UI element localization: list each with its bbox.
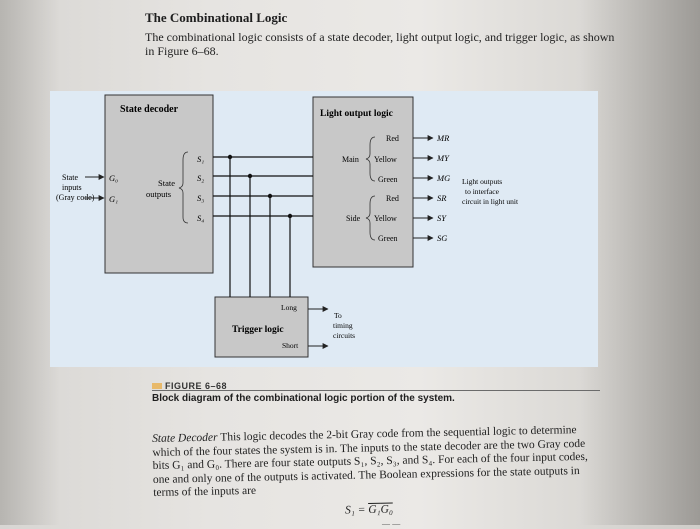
output-mg: MG xyxy=(436,173,450,183)
paragraph-text: This logic decodes the 2-bit Gray code f… xyxy=(152,424,588,499)
timing-note-1: To xyxy=(334,311,342,320)
figure-label-accent xyxy=(152,383,162,389)
junction-dots xyxy=(227,154,293,219)
trigger-logic-block xyxy=(214,296,309,358)
side-green: Green xyxy=(378,234,398,243)
side-brace xyxy=(365,195,376,241)
main-green: Green xyxy=(378,175,398,184)
state-output-lines xyxy=(213,156,313,217)
trigger-title: Trigger logic xyxy=(232,325,284,335)
side-red: Red xyxy=(386,194,399,203)
side-label: Side xyxy=(346,214,361,223)
state-decoder-block xyxy=(104,94,214,274)
formula-lhs: S₁ = xyxy=(344,504,369,517)
light-outputs-note-1: Light outputs xyxy=(462,177,502,186)
state-output-s1: S₁ xyxy=(197,154,204,164)
state-inputs-line3: (Gray code) xyxy=(56,193,95,202)
paragraph-lead: State Decoder xyxy=(152,431,218,445)
state-inputs-line1: State xyxy=(62,173,78,182)
trigger-long-label: Long xyxy=(281,303,297,312)
state-outputs-line1: State xyxy=(158,178,175,188)
light-output-block xyxy=(312,96,414,268)
state-decoder-title: State decoder xyxy=(120,104,179,115)
state-output-s4: S₄ xyxy=(197,213,204,223)
state-outputs-brace xyxy=(178,151,189,224)
main-label: Main xyxy=(342,155,359,164)
side-yellow: Yellow xyxy=(374,214,397,223)
timing-note-2: timing xyxy=(333,321,353,330)
light-outputs-note-3: circuit in light unit xyxy=(462,197,519,206)
formula-g0: G₀ xyxy=(380,503,394,516)
input-g0-label: G₀ xyxy=(109,173,118,183)
figure-caption: Block diagram of the combinational logic… xyxy=(152,393,455,404)
trigger-feed-lines xyxy=(229,157,291,297)
page-shadow-right xyxy=(580,0,700,525)
main-yellow: Yellow xyxy=(374,155,397,164)
light-output-arrows xyxy=(413,135,434,241)
trigger-short-label: Short xyxy=(282,341,299,350)
state-output-s2: S₂ xyxy=(197,173,204,183)
light-outputs-note-2: to interface xyxy=(465,187,500,196)
formula-s1: S₁ = G₁G₀ xyxy=(345,503,393,516)
output-sg: SG xyxy=(437,233,447,243)
figure-label: FIGURE 6–68 xyxy=(165,381,228,391)
main-brace xyxy=(365,136,376,182)
figure-rule xyxy=(152,390,600,391)
output-mr: MR xyxy=(436,133,450,143)
state-outputs-line2: outputs xyxy=(146,189,171,199)
state-output-s3: S₃ xyxy=(197,193,204,203)
output-sy: SY xyxy=(437,213,447,223)
state-inputs-line2: inputs xyxy=(62,183,82,192)
output-my: MY xyxy=(436,153,450,163)
formula-next-line: — — xyxy=(382,519,401,529)
section-title: The Combinational Logic xyxy=(145,10,288,25)
input-g1-label: G₁ xyxy=(109,194,118,204)
timing-note-3: circuits xyxy=(333,331,355,340)
output-sr: SR xyxy=(437,193,447,203)
intro-paragraph: The combinational logic consists of a st… xyxy=(145,30,615,58)
main-red: Red xyxy=(386,134,399,143)
formula-g1: G₁ xyxy=(368,503,381,517)
state-decoder-paragraph: State Decoder This logic decodes the 2-b… xyxy=(152,424,598,501)
light-output-title: Light output logic xyxy=(320,109,393,119)
